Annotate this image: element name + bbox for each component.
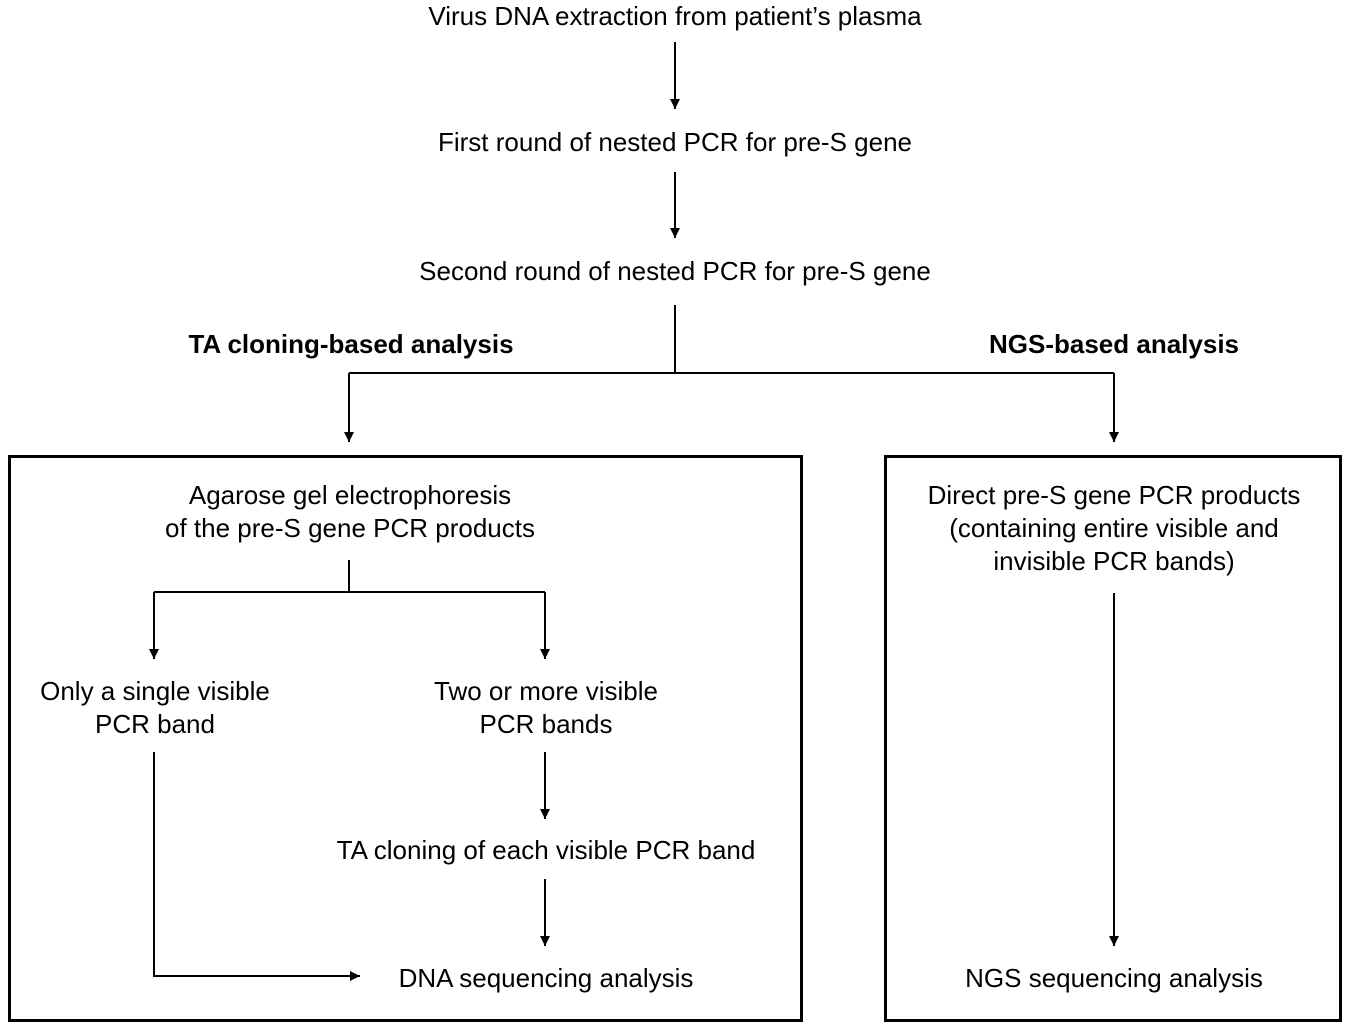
multi-band-line2: PCR bands <box>479 709 613 739</box>
gel-electrophoresis-line2: of the pre-S gene PCR products <box>165 513 535 543</box>
arrow-single-to-sequencing <box>153 752 360 981</box>
step-second-pcr: Second round of nested PCR for pre-S gen… <box>419 256 931 286</box>
step-first-pcr: First round of nested PCR for pre-S gene <box>437 127 913 157</box>
single-band-line1: Only a single visible <box>40 676 270 706</box>
ngs-branch-heading: NGS-based analysis <box>989 329 1239 359</box>
direct-products-line3: invisible PCR bands) <box>993 546 1235 576</box>
multi-band-line1: Two or more visible <box>434 676 658 706</box>
ngs-analysis-box <box>884 455 1342 1022</box>
ta-branch-heading: TA cloning-based analysis <box>188 329 514 359</box>
ta-cloning-step: TA cloning of each visible PCR band <box>336 835 756 865</box>
step-extraction: Virus DNA extraction from patient’s plas… <box>428 1 922 31</box>
gel-electrophoresis-line1: Agarose gel electrophoresis <box>188 480 512 510</box>
direct-products-line2: (containing entire visible and <box>949 513 1279 543</box>
ta-analysis-box <box>8 455 803 1022</box>
single-band-line2: PCR band <box>95 709 215 739</box>
ngs-sequencing-step: NGS sequencing analysis <box>965 963 1263 993</box>
dna-sequencing-step: DNA sequencing analysis <box>398 963 694 993</box>
direct-products-line1: Direct pre-S gene PCR products <box>927 480 1301 510</box>
